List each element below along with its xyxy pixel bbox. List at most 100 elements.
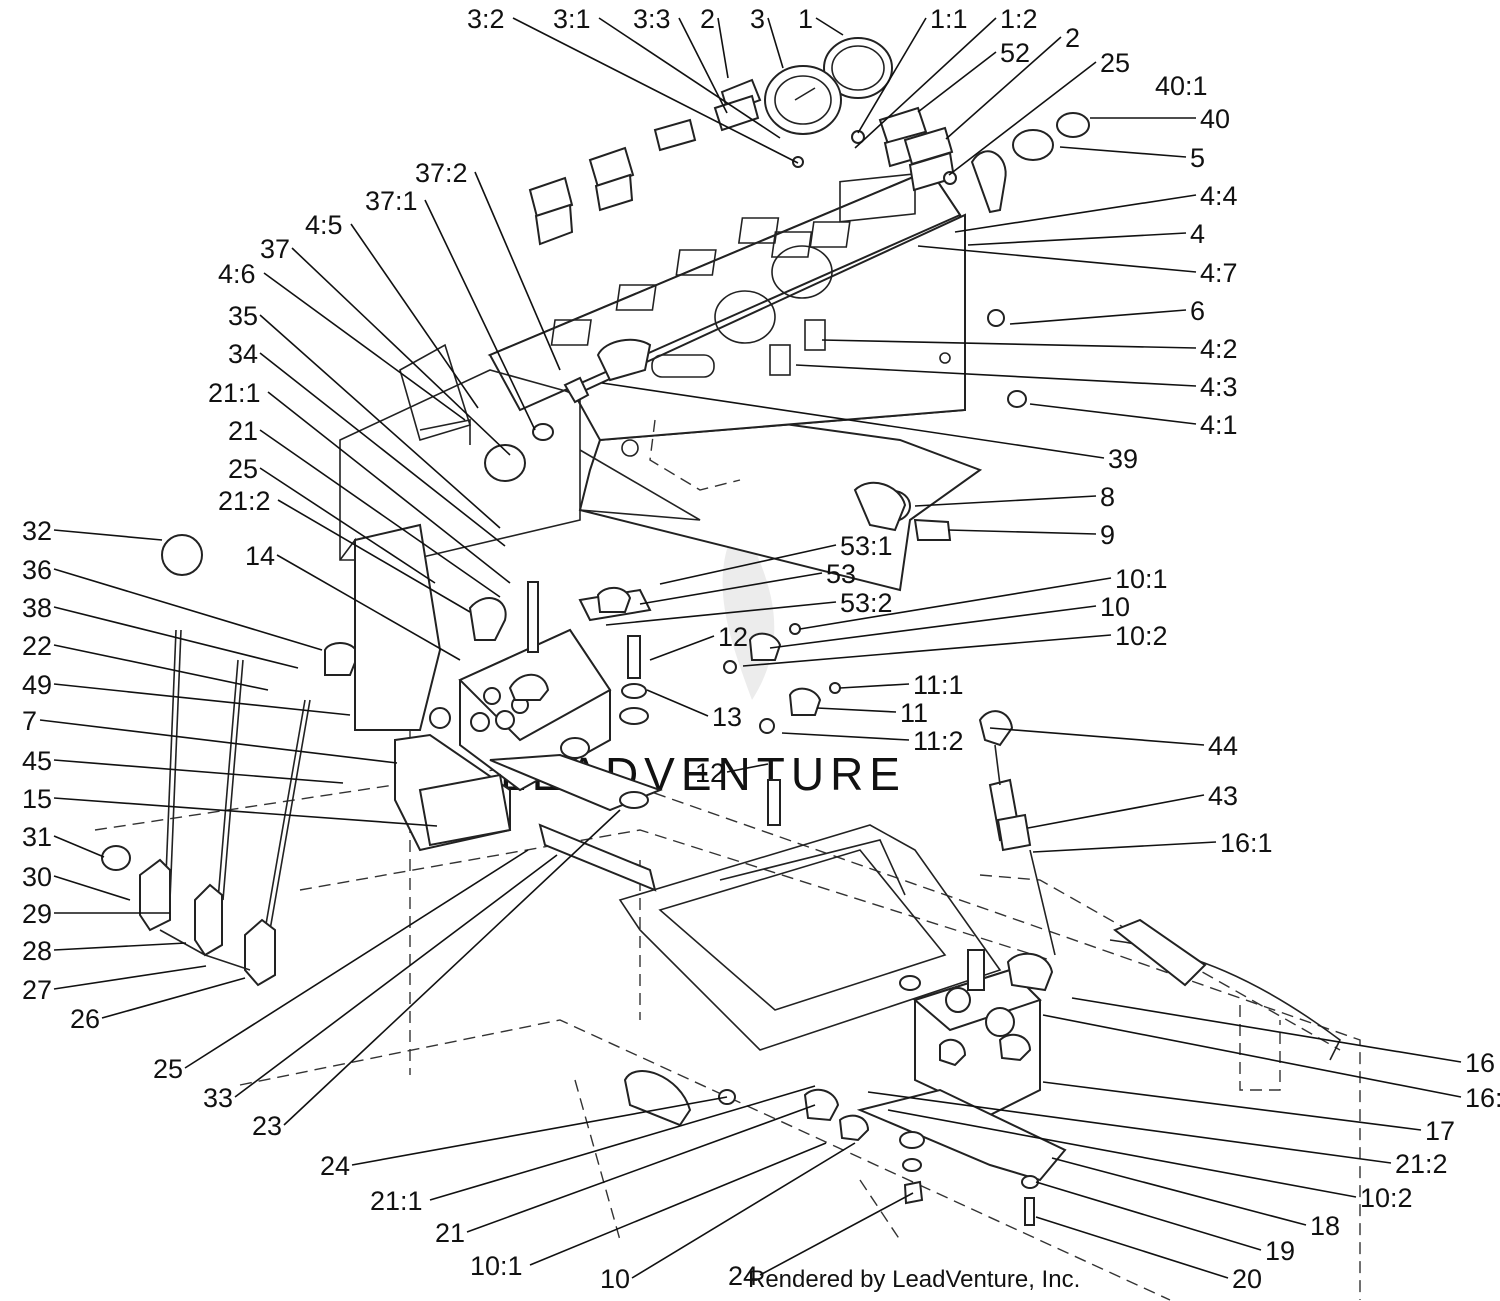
- leader-line: [795, 364, 1197, 387]
- leader-line: [857, 17, 927, 134]
- leader-line: [781, 732, 910, 741]
- callout-label: 34: [228, 339, 258, 369]
- callout-label: 44: [1208, 731, 1238, 761]
- leader-line: [799, 577, 1112, 630]
- callout-label: 12: [695, 758, 725, 788]
- leader-line: [769, 605, 1097, 649]
- callout-label: 43: [1208, 781, 1238, 811]
- callout-label: 5: [1190, 143, 1205, 173]
- leader-line: [816, 707, 897, 713]
- leader-line: [914, 495, 1097, 507]
- leader-line: [267, 391, 511, 584]
- callout-label: 40:1: [1155, 71, 1208, 101]
- callout-label: 10:2: [1115, 621, 1168, 651]
- leader-line: [291, 247, 511, 456]
- leader-line: [887, 1109, 1357, 1198]
- callout-label: 21:1: [370, 1186, 423, 1216]
- callout-label: 21: [228, 416, 258, 446]
- callout-label: 3:1: [553, 4, 591, 34]
- leader-line: [53, 797, 438, 827]
- callout-label: 8: [1100, 482, 1115, 512]
- leader-line: [424, 199, 536, 431]
- callout-label: 3:2: [467, 4, 505, 34]
- callout-label: 24: [728, 1261, 758, 1291]
- leader-line: [39, 719, 398, 764]
- leader-line: [53, 606, 299, 669]
- leader-line: [947, 529, 1097, 535]
- leader-line: [259, 467, 436, 584]
- leader-line: [1029, 403, 1197, 425]
- leader-line: [350, 223, 479, 409]
- callout-label: 11: [900, 698, 928, 728]
- leader-line: [945, 36, 1062, 140]
- leader-line: [659, 544, 837, 585]
- callout-label: 4:7: [1200, 258, 1238, 288]
- leader-line: [466, 1104, 816, 1233]
- leader-line: [839, 683, 910, 689]
- leader-line: [53, 875, 131, 901]
- callout-label: 28: [22, 936, 52, 966]
- callout-label: 17: [1425, 1116, 1455, 1146]
- callout-label: 10:1: [1115, 564, 1168, 594]
- callout-label: 37: [260, 234, 290, 264]
- callout-label: 32: [22, 516, 52, 546]
- callout-label: 4:1: [1200, 410, 1238, 440]
- leader-line: [854, 17, 997, 149]
- callout-label: 25: [153, 1054, 183, 1084]
- callout-label: 15: [22, 784, 52, 814]
- callout-label: 53: [826, 559, 856, 589]
- callout-label: 23: [252, 1111, 282, 1141]
- callout-label: 13: [712, 702, 742, 732]
- callout-label: 25: [228, 454, 258, 484]
- leader-line: [631, 1142, 856, 1279]
- callout-label: 21:2: [218, 486, 271, 516]
- leader-line: [948, 61, 1097, 176]
- callout-label: 2: [1065, 23, 1080, 53]
- leader-line: [277, 499, 471, 613]
- callout-label: 9: [1100, 520, 1115, 550]
- leader-line: [259, 429, 501, 598]
- callout-label: 4:6: [218, 259, 256, 289]
- leader-line: [726, 763, 769, 773]
- leader-line: [53, 835, 105, 858]
- leader-line: [53, 759, 344, 784]
- leader-line: [639, 572, 823, 605]
- callout-label: 30: [22, 862, 52, 892]
- leader-line: [474, 171, 561, 371]
- callout-label: 39: [1108, 444, 1138, 474]
- leader-line: [234, 854, 558, 1098]
- leader-line: [1042, 1014, 1462, 1098]
- leader-line: [1042, 1081, 1422, 1131]
- callout-label: 21: [435, 1218, 465, 1248]
- leader-line: [1071, 997, 1462, 1063]
- leader-line: [53, 529, 163, 541]
- leader-line: [601, 382, 1105, 459]
- callout-label: 21:2: [1395, 1149, 1448, 1179]
- leader-line: [815, 17, 844, 36]
- callout-label: 7: [22, 706, 37, 736]
- callout-label: 49: [22, 670, 52, 700]
- callout-label: 4:5: [305, 210, 343, 240]
- leader-line: [429, 1085, 816, 1201]
- leader-line: [598, 17, 781, 139]
- leader-line: [1035, 1216, 1229, 1279]
- leader-line: [1059, 146, 1187, 158]
- callout-label: 10: [600, 1264, 630, 1294]
- callout-label: 53:2: [840, 588, 893, 618]
- callout-label: 1: [798, 4, 813, 34]
- callout-label: 2: [700, 4, 715, 34]
- leader-line: [53, 568, 323, 651]
- leader-line: [53, 942, 187, 951]
- leader-line: [967, 232, 1187, 246]
- callout-label: 4:4: [1200, 181, 1238, 211]
- leader-line: [767, 17, 784, 69]
- leader-lines: [39, 17, 1462, 1279]
- leader-line: [821, 339, 1197, 349]
- leader-line: [649, 635, 715, 661]
- leader-line: [1051, 1157, 1307, 1226]
- leader-line: [917, 51, 997, 113]
- leader-line: [1032, 841, 1217, 853]
- leader-line: [259, 314, 501, 529]
- callout-label: 24: [320, 1151, 350, 1181]
- callout-label: 10:2: [1360, 1183, 1413, 1213]
